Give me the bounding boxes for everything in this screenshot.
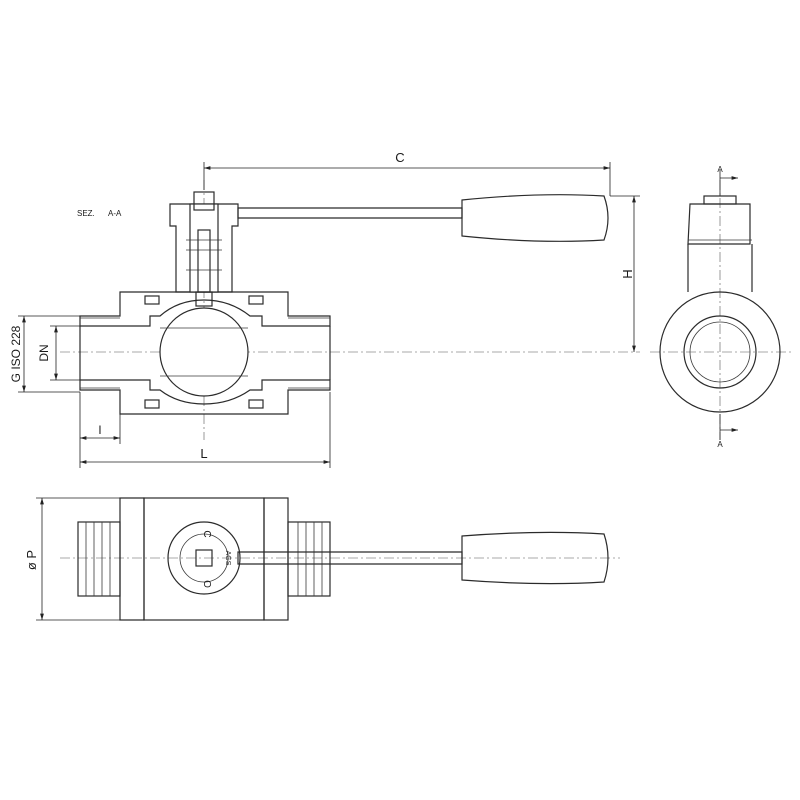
dimension-P: ø P — [24, 497, 144, 621]
section-marker-bottom: A — [717, 440, 723, 449]
top-hub-ring — [179, 533, 229, 583]
dimension-C: C — [203, 150, 611, 196]
section-marker-top: A — [717, 165, 723, 174]
dimension-thread: DN G ISO 228 — [9, 315, 80, 393]
dimension-H: H — [610, 195, 640, 352]
section-title: SEZ. — [77, 209, 95, 218]
seat-top-right — [248, 295, 264, 305]
side-stem-housing — [687, 203, 751, 245]
top-left-thread — [77, 521, 121, 597]
valve-ball — [159, 307, 249, 397]
dim-C-label: C — [395, 150, 404, 165]
side-view: A A — [650, 165, 792, 449]
section-name: A-A — [108, 209, 122, 218]
dim-L-label: L — [200, 446, 207, 461]
top-handle-hub — [167, 521, 241, 595]
lever-grip — [461, 194, 609, 242]
top-left-hex — [119, 497, 145, 621]
brand-mark: AGS — [224, 551, 231, 566]
valve-body-upper — [79, 291, 331, 327]
top-right-thread — [287, 521, 331, 597]
lever-arm — [237, 207, 463, 219]
mark-closed: C — [201, 530, 212, 537]
stem-bore — [189, 203, 219, 293]
dim-thread-label: G ISO 228 — [9, 325, 23, 382]
seat-bottom-left — [144, 399, 160, 409]
mark-open: O — [201, 580, 212, 588]
section-view: SEZ. A-A — [60, 180, 640, 440]
side-bore-outer — [683, 315, 757, 389]
dim-H-label: H — [620, 269, 635, 278]
seat-top-left — [144, 295, 160, 305]
stem-nut — [193, 191, 215, 211]
dim-P-label: ø P — [24, 550, 39, 570]
dim-l-label: l — [99, 423, 102, 437]
seat-bottom-right — [248, 399, 264, 409]
top-lever-grip — [461, 531, 609, 585]
top-body — [143, 497, 265, 621]
top-right-hex — [263, 497, 289, 621]
dimension-l: l — [79, 392, 121, 468]
top-view: C O AGS — [60, 497, 620, 621]
valve-body-lower — [79, 379, 331, 415]
side-body-outer — [659, 291, 781, 413]
stem-tang — [195, 291, 213, 307]
dimension-L: L — [80, 392, 331, 468]
dim-DN-label: DN — [37, 344, 51, 361]
side-bore-inner — [689, 321, 751, 383]
top-stem-square — [195, 549, 213, 567]
